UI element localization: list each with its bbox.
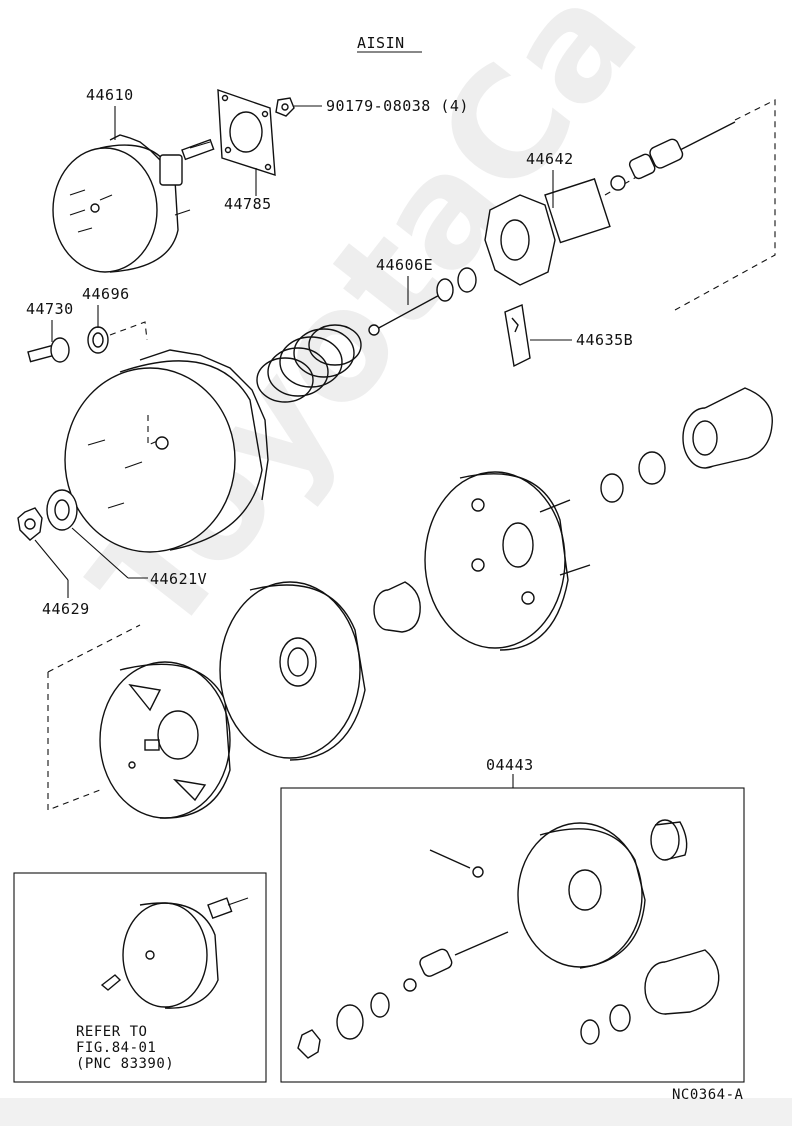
label-90179-08038[interactable]: 90179-08038 (4) [326, 97, 469, 115]
refer-booster-thumbnail[interactable] [100, 897, 249, 1009]
part-diaphragm[interactable] [219, 581, 366, 761]
part-44629-retainer[interactable] [17, 507, 43, 541]
part-90179-nut[interactable] [275, 97, 295, 117]
part-washer-2[interactable] [638, 451, 666, 485]
label-44730[interactable]: 44730 [26, 300, 74, 318]
part-boot[interactable] [682, 387, 773, 469]
part-44696-grommet[interactable] [87, 326, 109, 354]
part-reaction-disc-cup[interactable] [373, 581, 421, 633]
part-44730-bolt[interactable] [27, 337, 70, 363]
part-44635b-key[interactable] [504, 304, 531, 368]
label-44621v[interactable]: 44621V [150, 570, 208, 588]
refer-note-line-3: (PNC 83390) [76, 1056, 175, 1072]
label-44610[interactable]: 44610 [86, 86, 134, 104]
label-44606e[interactable]: 44606E [376, 256, 434, 274]
kit-04443-contents[interactable] [297, 819, 720, 1059]
figure-code: NC0364-A [672, 1087, 744, 1103]
label-44642[interactable]: 44642 [526, 150, 574, 168]
diagram-title: AISIN [357, 34, 405, 52]
part-rear-shell[interactable] [424, 471, 591, 651]
part-44621v-seal[interactable] [46, 489, 78, 531]
refer-box [13, 872, 267, 1083]
label-44635b[interactable]: 44635B [576, 331, 634, 349]
part-44606e-push-rod[interactable] [368, 278, 454, 336]
part-44642-valve-body[interactable] [484, 178, 611, 286]
part-o-ring[interactable] [457, 267, 477, 293]
refer-note[interactable]: REFER TO FIG.84-01 (PNC 83390) [76, 1024, 174, 1072]
part-diaphragm-spring[interactable] [256, 324, 362, 403]
footer-band [0, 1098, 792, 1126]
label-04443[interactable]: 04443 [486, 756, 534, 774]
part-washer-1[interactable] [600, 473, 624, 503]
label-44785[interactable]: 44785 [224, 195, 272, 213]
part-44785-gasket[interactable] [217, 88, 276, 176]
part-valve-operating-rod[interactable] [610, 121, 736, 191]
part-44610-brake-booster[interactable] [52, 134, 215, 273]
label-44629[interactable]: 44629 [42, 600, 90, 618]
refer-note-line-2: FIG.84-01 [76, 1040, 157, 1056]
refer-note-line-1: REFER TO [76, 1024, 148, 1040]
label-44696[interactable]: 44696 [82, 285, 130, 303]
part-rear-shell-plate[interactable] [99, 661, 231, 819]
part-front-shell[interactable] [64, 349, 269, 553]
